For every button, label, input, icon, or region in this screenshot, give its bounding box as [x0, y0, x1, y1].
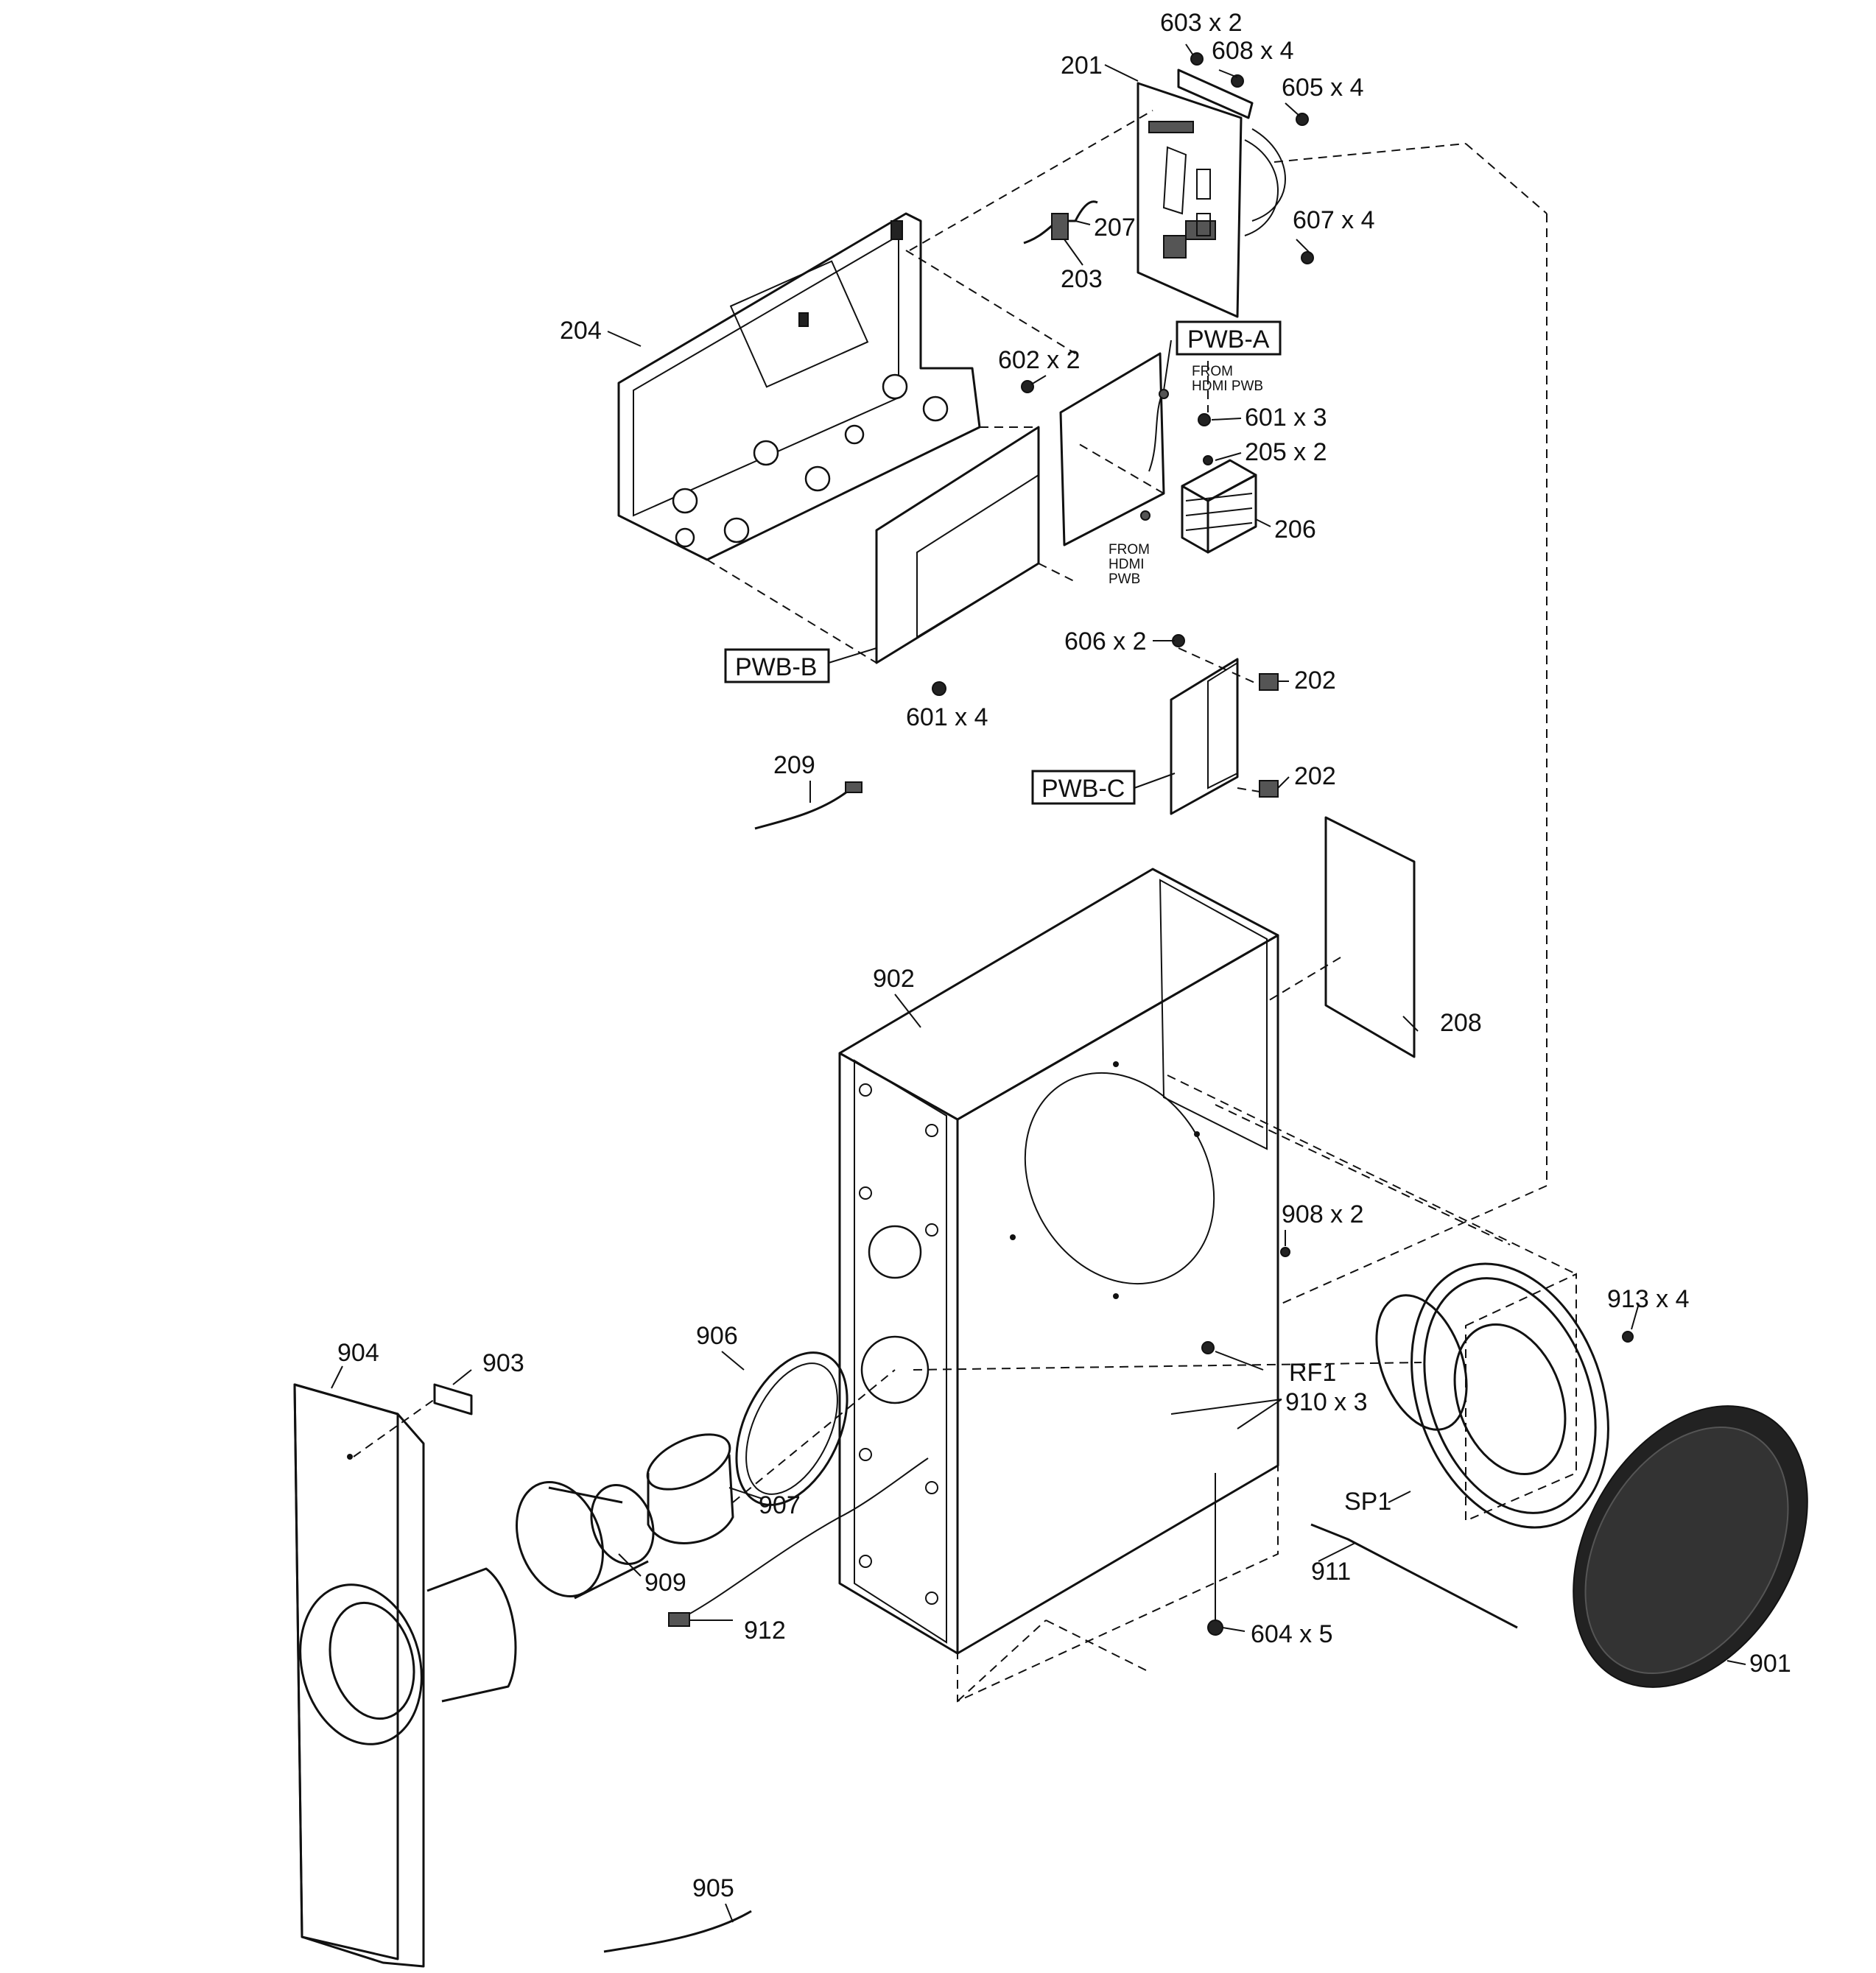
label-904: 904 [337, 1339, 379, 1367]
screw-601-a [1198, 413, 1211, 426]
grille-901 [1573, 1405, 1808, 1688]
tube-907 [646, 1433, 734, 1544]
cable-905 [603, 1910, 752, 1953]
cable-203-207 [1023, 200, 1098, 245]
bracket-903 [433, 1383, 473, 1415]
cabinet-screws [859, 1083, 938, 1605]
label-909: 909 [644, 1569, 686, 1597]
chassis-204 [617, 212, 981, 561]
label-911: 911 [1311, 1558, 1351, 1586]
screw-608 [1231, 74, 1244, 88]
label-from-hdmi-2c: PWB [1109, 571, 1140, 587]
label-912: 912 [744, 1617, 786, 1645]
speaker-sp1 [1375, 1262, 1609, 1529]
label-202-a: 202 [1294, 667, 1336, 694]
label-602: 602 x 2 [998, 346, 1081, 374]
label-901: 901 [1749, 1650, 1791, 1678]
wire-209 [754, 781, 863, 830]
label-rf1: RF1 [1289, 1359, 1336, 1387]
label-pwb-b: PWB-B [735, 653, 817, 681]
label-603: 603 x 2 [1160, 9, 1243, 37]
label-907: 907 [759, 1491, 801, 1519]
pwb-b-board [875, 426, 1040, 664]
sheet-208 [1324, 816, 1416, 1058]
leader-lines [331, 43, 1746, 1923]
label-913: 913 x 4 [1607, 1285, 1690, 1313]
label-from-hdmi-2b: HDMI [1109, 557, 1145, 572]
bottom-projection [957, 1464, 1279, 1703]
screw-913 [1622, 1331, 1634, 1343]
screw-603 [1190, 52, 1204, 66]
label-209: 209 [773, 751, 815, 779]
clip-202-a [1259, 673, 1279, 691]
label-605: 605 x 4 [1282, 74, 1364, 102]
screw-607 [1301, 251, 1314, 264]
part-908 [1280, 1247, 1290, 1257]
ring-906 [735, 1351, 849, 1506]
label-910: 910 x 3 [1285, 1388, 1368, 1416]
pwb-a-board-201 [1137, 68, 1286, 318]
chassis-holes [672, 373, 949, 548]
rf1-component [1201, 1341, 1215, 1354]
label-from-hdmi-1b: HDMI PWB [1192, 379, 1263, 394]
screw-205 [1203, 455, 1213, 465]
heatsink-206 [1181, 459, 1257, 554]
clip-202-b [1259, 780, 1279, 798]
label-604: 604 x 5 [1251, 1620, 1333, 1648]
label-pwb-c: PWB-C [1041, 775, 1125, 803]
label-906: 906 [696, 1322, 738, 1350]
label-207: 207 [1094, 214, 1136, 242]
screw-601-b [932, 681, 946, 696]
screw-604 [1207, 1619, 1223, 1636]
label-608: 608 x 4 [1212, 37, 1294, 65]
label-908: 908 x 2 [1282, 1200, 1364, 1228]
label-201: 201 [1061, 52, 1103, 80]
cabinet-902 [838, 868, 1279, 1655]
pwb-a-label-box [1176, 320, 1282, 356]
pwb-a-board [1059, 352, 1169, 546]
label-903: 903 [482, 1349, 524, 1377]
pwb-b-label-box [724, 648, 830, 683]
label-601-b: 601 x 4 [906, 703, 988, 731]
label-902: 902 [873, 965, 915, 993]
label-607: 607 x 4 [1293, 206, 1375, 234]
tube-909 [516, 1481, 655, 1600]
label-203: 203 [1061, 265, 1103, 293]
label-205: 205 x 2 [1245, 438, 1327, 466]
label-from-hdmi-2a: FROM [1109, 542, 1150, 558]
label-from-hdmi-1a: FROM [1192, 364, 1233, 379]
screw-602 [1021, 380, 1034, 393]
label-sp1: SP1 [1344, 1488, 1391, 1516]
label-202-b: 202 [1294, 762, 1336, 790]
wire-911 [1310, 1523, 1518, 1629]
tube-front [426, 1567, 517, 1703]
label-905: 905 [692, 1874, 734, 1902]
label-606: 606 x 2 [1064, 627, 1147, 655]
label-206: 206 [1274, 516, 1316, 544]
label-208: 208 [1440, 1009, 1482, 1037]
front-panel-904 [293, 1383, 425, 1968]
projection-lines [353, 110, 1577, 1503]
label-601-a: 601 x 3 [1245, 404, 1327, 432]
label-204: 204 [560, 317, 602, 345]
label-pwb-a: PWB-A [1187, 326, 1270, 354]
pwb-c-board [1170, 658, 1239, 815]
pwb-c-label-box [1031, 770, 1136, 805]
